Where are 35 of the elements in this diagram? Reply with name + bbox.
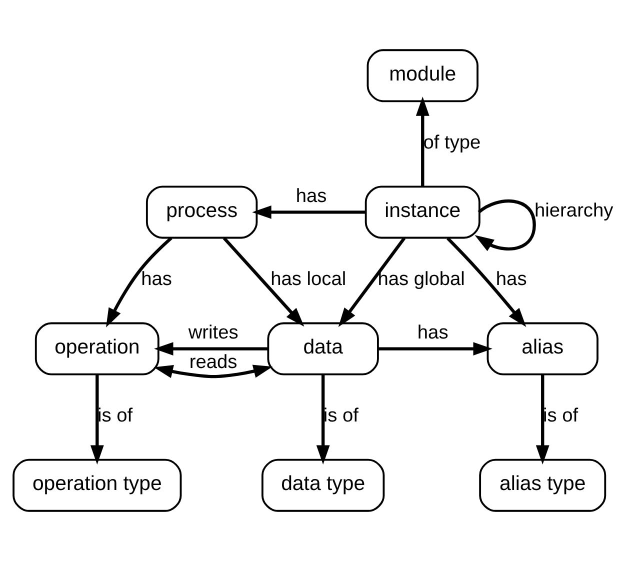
arrow (154, 364, 273, 378)
node-box: operation type (12, 458, 182, 512)
arrow (90, 374, 104, 464)
node-box: process (146, 186, 258, 239)
node-box: instance (364, 186, 480, 239)
edge-label: has global (378, 268, 465, 290)
edge-label: is of (323, 406, 358, 427)
edge-label: reads (189, 352, 238, 373)
arrow (222, 237, 304, 327)
edge-label: of type (423, 132, 481, 154)
node-box: alias type (479, 458, 606, 512)
edge-label: has (417, 322, 448, 344)
arrow (474, 199, 536, 252)
arrow (536, 374, 550, 464)
arrow (378, 342, 492, 356)
node-box: data type (261, 458, 385, 512)
node-box: alias (486, 322, 598, 376)
edge-label: has (141, 268, 172, 290)
arrow (338, 237, 406, 327)
edge-label: is of (97, 406, 133, 427)
edge-label: is of (542, 406, 578, 427)
arrow (416, 96, 430, 186)
edge-label: hierarchy (534, 200, 614, 222)
arrow (446, 237, 526, 327)
edge-label: writes (188, 322, 238, 344)
node-box: module (366, 49, 478, 102)
arrow (252, 206, 366, 219)
edge-label: has local (270, 268, 346, 290)
arrow (154, 342, 268, 356)
edge-label: has (296, 186, 327, 207)
arrow (316, 374, 330, 464)
arrow (106, 236, 172, 328)
node-box: operation (34, 322, 160, 376)
node-box: data (267, 322, 379, 376)
edge-label: has (496, 268, 527, 290)
